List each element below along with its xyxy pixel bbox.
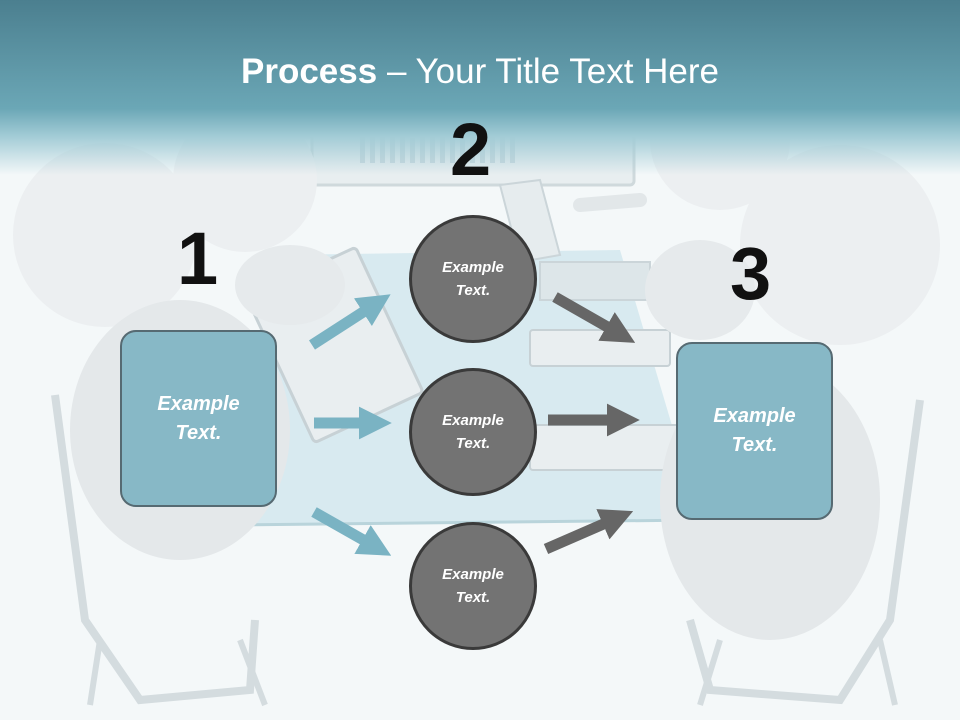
arrow-from-top-circle: [552, 292, 636, 343]
top-circle-text: Example Text.: [442, 259, 504, 299]
arrow-to-top-circle: [309, 294, 391, 350]
title-rest: – Your Title Text Here: [377, 52, 719, 91]
step-number-2: 2: [450, 108, 492, 191]
left-text-box: Example Text.: [120, 330, 277, 507]
arrow-from-bottom-circle: [543, 509, 634, 555]
arrow-to-bottom-circle: [311, 507, 392, 556]
step-number-1: 1: [177, 217, 219, 300]
middle-circle-text: Example Text.: [442, 412, 504, 452]
bottom-circle: Example Text.: [409, 522, 537, 650]
header-band: [0, 0, 960, 175]
title-bold: Process: [241, 52, 378, 91]
right-text-box: Example Text.: [676, 342, 833, 520]
bottom-circle-text: Example Text.: [442, 566, 504, 606]
page-title: Process – Your Title Text Here: [0, 52, 960, 92]
middle-circle: Example Text.: [409, 368, 537, 496]
right-box-text: Example Text.: [713, 405, 796, 456]
top-circle: Example Text.: [409, 215, 537, 343]
left-box-text: Example Text.: [157, 392, 240, 444]
step-number-3: 3: [730, 232, 772, 315]
